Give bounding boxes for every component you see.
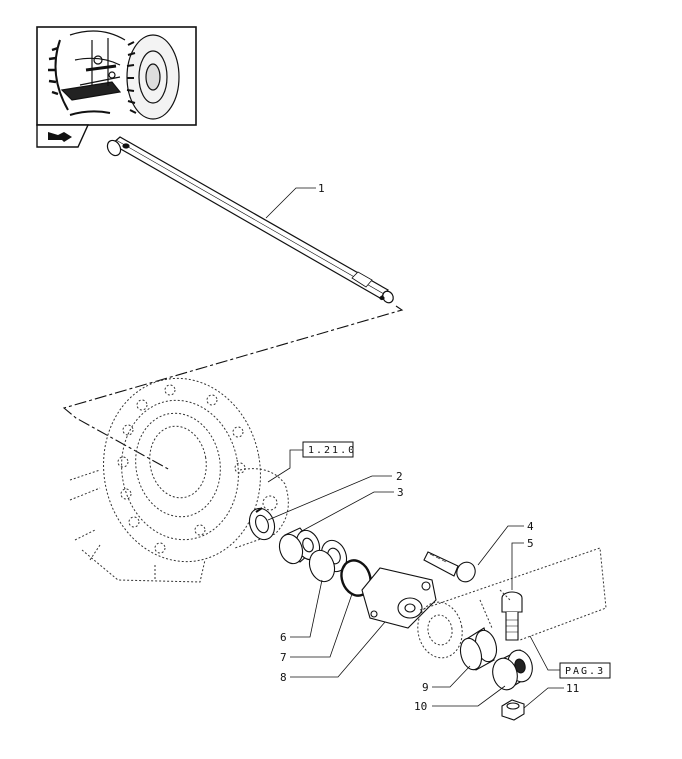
- spacer-part-10[interactable]: [489, 647, 535, 692]
- tractor-thumbnail-icon: [48, 30, 180, 120]
- callout-11: 11: [566, 682, 579, 695]
- split-ring-part-2[interactable]: [245, 505, 278, 543]
- inset-thumbnail[interactable]: [36, 26, 197, 126]
- bolt-part-4[interactable]: [423, 551, 478, 585]
- assembly-centerline: [62, 305, 404, 471]
- bushing-part-6[interactable]: [305, 537, 350, 585]
- callout-9: 9: [422, 681, 429, 694]
- nut-part-11[interactable]: [501, 699, 525, 721]
- leader-ref-arm: [529, 635, 560, 671]
- shaft-part-1[interactable]: [105, 136, 396, 305]
- bushing-part-3[interactable]: [276, 527, 324, 567]
- callout-2: 2: [396, 470, 403, 483]
- bushing-part-9[interactable]: [457, 627, 500, 672]
- navigate-button[interactable]: [36, 124, 90, 148]
- leader-ref-housing: [267, 449, 303, 483]
- lift-arm: [417, 547, 607, 659]
- flange-support-part-8[interactable]: [361, 567, 437, 629]
- callout-1: 1: [318, 182, 325, 195]
- callout-7: 7: [280, 651, 287, 664]
- reference-label-housing: 1.21.0: [308, 445, 356, 456]
- callout-3: 3: [397, 486, 404, 499]
- o-ring-part-7[interactable]: [337, 556, 376, 599]
- callout-6: 6: [280, 631, 287, 644]
- callout-8: 8: [280, 671, 287, 684]
- reference-label-arm: PAG.3: [565, 666, 605, 677]
- callout-leaders: [265, 187, 564, 709]
- callout-10: 10: [414, 700, 427, 713]
- arrow-right-icon: [48, 132, 72, 142]
- callout-5: 5: [527, 537, 534, 550]
- callout-4: 4: [527, 520, 534, 533]
- reference-box-housing[interactable]: [302, 441, 354, 458]
- reference-box-arm[interactable]: [559, 662, 611, 679]
- bolt-part-5[interactable]: [501, 591, 523, 641]
- axle-housing: [69, 377, 289, 583]
